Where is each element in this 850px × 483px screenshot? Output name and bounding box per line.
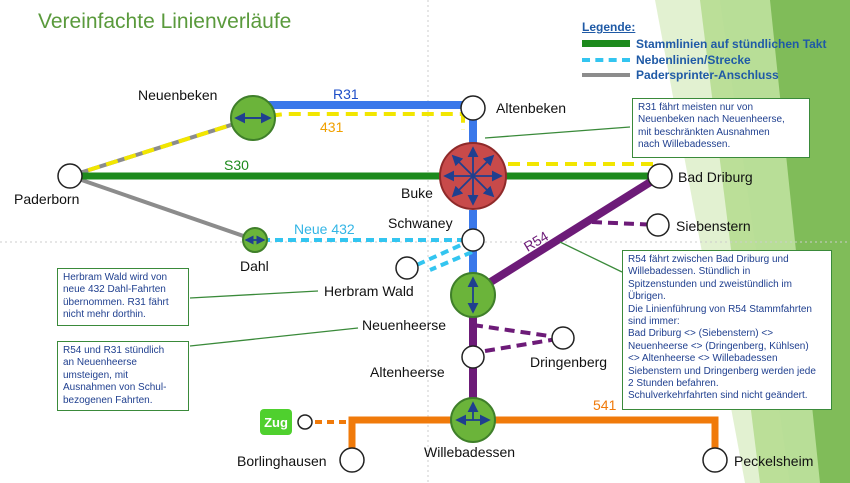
note-umsteigen-line: bezogenen Fahrten. [63,394,153,406]
label-paderborn: Paderborn [14,191,79,207]
note-umsteigen: R54 und R31 stündlich an Neuenheerse ums… [57,341,189,411]
note-r54-line: 2 Stunden befahren. [628,378,719,390]
label-buke: Buke [401,185,433,201]
stop-herbram-wald [395,256,419,280]
label-siebenstern: Siebenstern [676,218,751,234]
note-herbram-line: neue 432 Dahl-Fahrten [63,284,166,296]
zug-badge [260,409,292,435]
hub-willebadessen[interactable] [450,397,496,443]
note-umsteigen-line: an Neuenheerse [63,357,137,369]
note-r54-line: Spitzenstunden und zweistündlich im [628,278,792,290]
stop-dringenberg [551,326,575,350]
note-herbram: Herbram Wald wird von neue 432 Dahl-Fahr… [57,268,189,326]
note-r54-line: Übrigen. [628,291,666,303]
callout-connectors [189,126,631,347]
note-r31-line: R31 fährt meisten nur von [638,102,754,113]
stop-peckelsheim [702,447,728,473]
note-herbram-line: übernommen. R31 fährt [63,296,169,308]
label-altenbeken: Altenbeken [496,100,566,116]
label-neuenbeken: Neuenbeken [138,87,217,103]
note-r54-line: R54 fährt zwischen Bad Driburg und [628,254,789,265]
note-umsteigen-line: Ausnahmen von Schul- [63,382,167,394]
note-r54-line: Bad Driburg <> (Siebenstern) <> [628,328,774,340]
label-431: 431 [320,119,344,135]
note-r54-line: Neuenheerse <> (Dringenberg, Kühlsen) [628,340,809,352]
legend-title: Legende: [582,20,636,34]
note-umsteigen-line: R54 und R31 stündlich [63,345,165,356]
hub-neuenbeken[interactable] [230,95,276,141]
note-herbram-line: nicht mehr dorthin. [63,309,146,321]
stops [57,95,728,473]
note-r54-line: Willebadessen. Stündlich in [628,266,751,278]
label-neuenheerse: Neuenheerse [362,317,446,333]
stop-borlinghausen [339,447,365,473]
line-r31 [253,101,477,275]
page-title: Vereinfachte Linienverläufe [38,10,292,33]
note-r31-line: nach Willebadessen. [638,139,731,151]
legend-label-secondary: Nebenlinien/Strecke [636,53,751,67]
label-s30: S30 [224,157,249,173]
note-r54: R54 fährt zwischen Bad Driburg und Wille… [622,250,832,410]
note-r31-line: Neuenbeken nach Neuenheerse, [638,114,785,126]
label-bad-driburg: Bad Driburg [678,169,753,185]
hub-buke[interactable] [439,142,507,210]
stop-zug-link [297,414,313,430]
label-neue-432: Neue 432 [294,221,355,237]
legend: Legende: Stammlinien auf stündlichen Tak… [580,20,830,84]
note-r54-line: Siebenstern und Dringenberg werden jede [628,365,816,377]
legend-swatch-secondary [582,58,630,62]
note-r31: R31 fährt meisten nur von Neuenbeken nac… [632,98,810,158]
label-schwaney: Schwaney [388,215,453,231]
label-borlinghausen: Borlinghausen [237,453,327,469]
note-r54-line: <> Altenheerse <> Willebadessen [628,353,778,365]
hub-dahl[interactable] [242,227,268,253]
note-herbram-line: Herbram Wald wird von [63,272,168,283]
stop-siebenstern [646,213,670,237]
line-neue-432 [262,238,473,272]
legend-swatch-main [582,40,630,47]
legend-label-sprinter: Padersprinter-Anschluss [636,68,779,82]
label-altenheerse: Altenheerse [370,364,445,380]
label-herbram-wald: Herbram Wald [324,283,414,299]
label-peckelsheim: Peckelsheim [734,453,813,469]
stop-altenbeken [460,95,486,121]
stop-bad-driburg [647,163,673,189]
stop-paderborn [57,163,83,189]
line-541 [348,416,719,460]
label-dringenberg: Dringenberg [530,354,607,370]
label-541: 541 [593,397,617,413]
stop-altenheerse [461,345,485,369]
label-willebadessen: Willebadessen [424,444,515,460]
hub-neuenheerse[interactable] [450,272,496,318]
note-umsteigen-line: umsteigen, mit [63,369,129,381]
legend-swatch-sprinter [582,73,630,77]
legend-label-main: Stammlinien auf stündlichen Takt [636,37,827,51]
note-r31-line: mit beschränkten Ausnahmen [638,126,770,138]
stop-schwaney [461,228,485,252]
zug-label: Zug [264,415,288,430]
note-r54-line: Die Linienführung von R54 Stammfahrten [628,303,812,315]
line-431 [69,112,660,178]
note-r54-line: sind immer: [628,316,680,328]
label-r31: R31 [333,86,359,102]
note-r54-line: Schulverkehrfahrten sind nicht geändert. [628,390,808,402]
label-dahl: Dahl [240,258,269,274]
